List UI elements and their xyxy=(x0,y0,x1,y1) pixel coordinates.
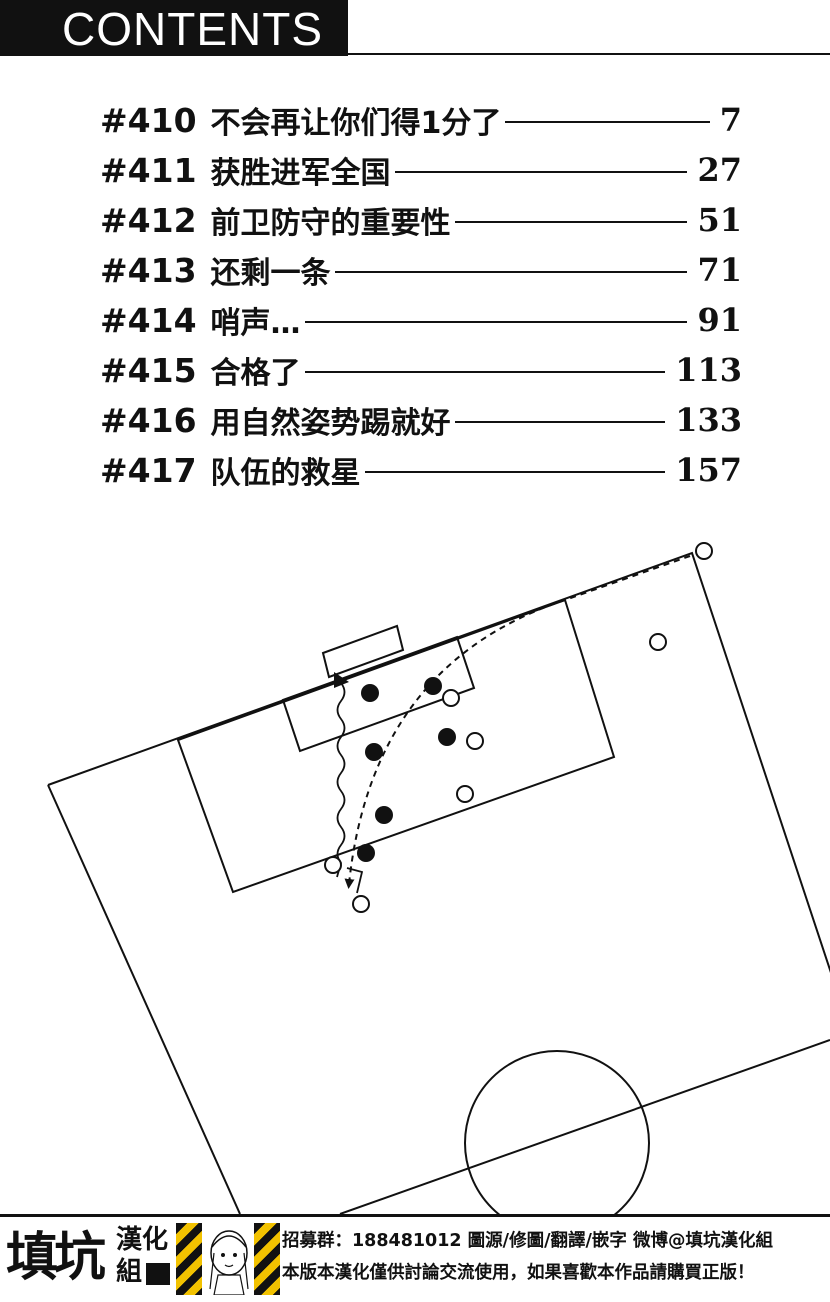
player-run-arrow xyxy=(346,867,364,894)
chapter-title: 哨声… xyxy=(210,306,301,341)
chapter-page: 51 xyxy=(697,201,742,239)
defender xyxy=(357,844,375,862)
toc-entry-417[interactable]: #417 队伍的救星 157 xyxy=(100,446,742,494)
leader-line xyxy=(304,321,688,323)
attacker xyxy=(649,633,667,651)
defender xyxy=(438,728,456,746)
attackers xyxy=(324,542,713,913)
ball-path xyxy=(344,555,691,889)
goal xyxy=(321,624,405,679)
leader-line xyxy=(304,371,666,373)
chapter-title: 合格了 xyxy=(210,356,301,391)
toc-entry-412[interactable]: #412 前卫防守的重要性 51 xyxy=(100,196,742,244)
logo-top: 漢化 xyxy=(116,1225,169,1255)
attacker xyxy=(324,856,342,874)
chapter-number: #414 xyxy=(100,300,197,340)
leader-line xyxy=(394,171,688,173)
penalty-area xyxy=(176,598,616,894)
chapter-page: 113 xyxy=(675,351,742,389)
hazard-stripe-right xyxy=(254,1223,280,1295)
chapter-title: 用自然姿势踢就好 xyxy=(210,406,451,441)
toc-entry-410[interactable]: #410 不会再让你们得1分了 7 xyxy=(100,96,742,144)
center-circle xyxy=(464,1050,650,1214)
toc-entry-415[interactable]: #415 合格了 113 xyxy=(100,346,742,394)
attacker xyxy=(466,732,484,750)
chapter-number: #411 xyxy=(100,150,197,190)
defender xyxy=(365,743,383,761)
footer-notice: 招募群：188481012 圖源/修圖/翻譯/嵌字 微博@填坑漢化組 本版本漢化… xyxy=(282,1225,822,1289)
attacker xyxy=(695,542,713,560)
chapter-number: #417 xyxy=(100,450,197,490)
defender xyxy=(424,677,442,695)
halfway-line xyxy=(339,1039,830,1214)
attacker xyxy=(456,785,474,803)
attacker xyxy=(442,689,460,707)
leader-line xyxy=(454,221,688,223)
field-boundary xyxy=(47,551,830,973)
page-title: CONTENTS xyxy=(62,3,323,55)
mascot-icon xyxy=(209,1230,249,1295)
chapter-number: #415 xyxy=(100,350,197,390)
leader-line xyxy=(364,471,666,473)
attacker xyxy=(352,895,370,913)
soccer-field-diagram xyxy=(47,542,830,1214)
chapter-page: 27 xyxy=(697,151,742,189)
defender xyxy=(375,806,393,824)
chapter-page: 91 xyxy=(697,301,742,339)
leader-line xyxy=(505,121,710,123)
chapter-number: #410 xyxy=(100,100,197,140)
header-rule xyxy=(0,53,830,55)
leader-line xyxy=(454,421,666,423)
toc-entry-414[interactable]: #414 哨声… 91 xyxy=(100,296,742,344)
defender xyxy=(361,684,379,702)
player-run xyxy=(336,682,346,878)
toc-entry-413[interactable]: #413 还剩一条 71 xyxy=(100,246,742,294)
chapter-title: 不会再让你们得1分了 xyxy=(210,106,502,141)
toc-entry-411[interactable]: #411 获胜进军全国 27 xyxy=(100,146,742,194)
chapter-number: #416 xyxy=(100,400,197,440)
field-boundary-left xyxy=(47,784,241,1214)
toc-entry-416[interactable]: #416 用自然姿势踢就好 133 xyxy=(100,396,742,444)
chapter-page: 7 xyxy=(719,101,742,139)
chapter-number: #413 xyxy=(100,250,197,290)
chapter-page: 133 xyxy=(675,401,742,439)
group-logo: 填坑 漢化 組 xyxy=(6,1223,174,1293)
logo-main: 填坑 xyxy=(6,1227,106,1288)
leader-line xyxy=(334,271,688,273)
scanlation-footer: 填坑 漢化 組 招募群：188481012 圖源/修圖/翻譯/嵌字 微博@填坑漢… xyxy=(0,1214,830,1302)
chapter-page: 157 xyxy=(675,451,742,489)
goal-area xyxy=(281,635,476,753)
disclaimer-line: 本版本漢化僅供討論交流使用，如果喜歡本作品請購買正版！ xyxy=(282,1263,755,1283)
defenders xyxy=(357,677,456,862)
logo-bottom: 組 xyxy=(116,1257,143,1287)
run-arrowhead xyxy=(334,672,349,688)
chapter-title: 还剩一条 xyxy=(210,256,331,291)
recruit-line: 招募群：188481012 圖源/修圖/翻譯/嵌字 微博@填坑漢化組 xyxy=(282,1231,773,1251)
logo-block-icon xyxy=(146,1263,170,1285)
chapter-title: 获胜进军全国 xyxy=(210,156,391,191)
hazard-stripe-left xyxy=(176,1223,202,1295)
chapter-number: #412 xyxy=(100,200,197,240)
header-bar xyxy=(0,0,348,56)
chapter-title: 队伍的救星 xyxy=(210,456,361,491)
chapter-page: 71 xyxy=(697,251,742,289)
chapter-title: 前卫防守的重要性 xyxy=(210,206,451,241)
